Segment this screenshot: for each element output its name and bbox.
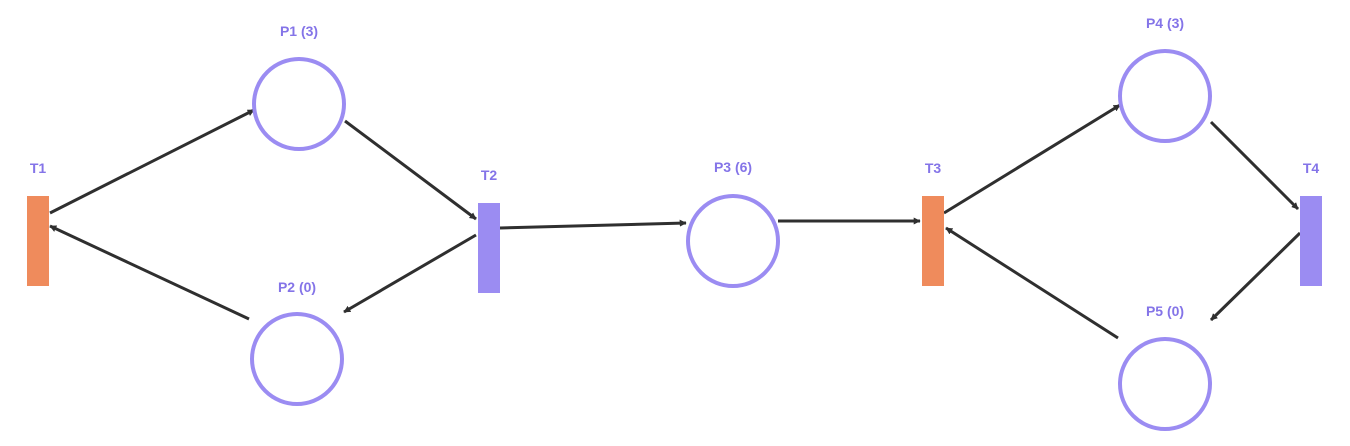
place-p2[interactable] [250, 312, 344, 406]
arc-p1-to-t2 [344, 119, 477, 221]
arc-t3-to-p4 [943, 103, 1121, 215]
arc-p4-to-t4 [1209, 120, 1300, 211]
labels-layer: T1 T2 T3 T4 P1 (3) P2 (0) P3 (6) P4 (3) P5 (0) [30, 15, 1320, 319]
transition-t2[interactable] [478, 203, 500, 293]
place-label-p2: P2 (0) [278, 279, 316, 295]
transition-t3[interactable] [922, 196, 944, 286]
place-p1[interactable] [252, 57, 346, 151]
transition-label-t1: T1 [30, 160, 47, 176]
arc-t1-to-p1 [49, 108, 255, 215]
arc-t2-to-p2 [343, 233, 477, 314]
arc-t4-to-p5 [1209, 231, 1302, 322]
transitions-layer [27, 196, 1322, 293]
arcs-layer [49, 103, 1302, 340]
arc-p5-to-t3 [945, 226, 1119, 340]
transition-t1[interactable] [27, 196, 49, 286]
place-label-p1: P1 (3) [280, 23, 318, 39]
place-label-p5: P5 (0) [1146, 303, 1184, 319]
place-p5[interactable] [1118, 337, 1212, 431]
transition-label-t2: T2 [481, 167, 498, 183]
transition-label-t3: T3 [925, 160, 942, 176]
places-layer [250, 49, 1212, 431]
transition-label-t4: T4 [1303, 160, 1320, 176]
transition-t4[interactable] [1300, 196, 1322, 286]
place-label-p3: P3 (6) [714, 159, 752, 175]
place-label-p4: P4 (3) [1146, 15, 1184, 31]
place-p3[interactable] [686, 194, 780, 288]
arc-t2-to-p3 [499, 219, 687, 230]
place-p4[interactable] [1118, 49, 1212, 143]
arc-p2-to-t1 [49, 224, 250, 321]
